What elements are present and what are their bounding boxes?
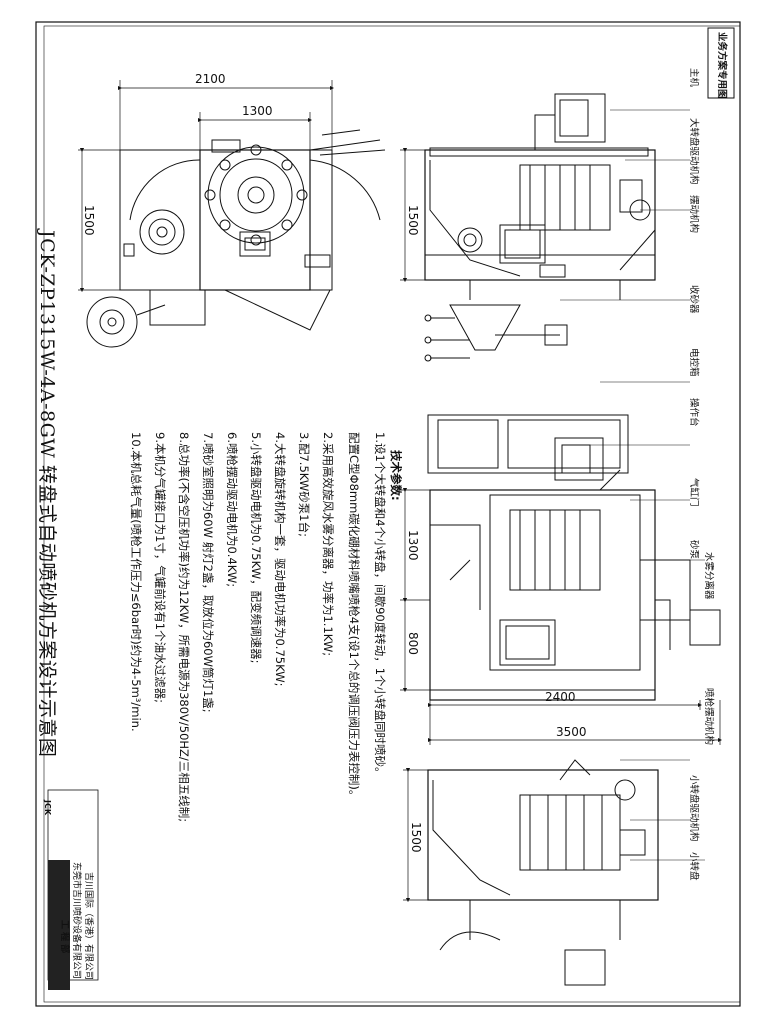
spec-item-10: 10.本机总耗气量(喷枪工作压力≤6bar时)约为4-5m³/min. bbox=[129, 432, 143, 732]
dim-plan-width: 2100 bbox=[195, 72, 226, 86]
callout-leaders bbox=[560, 109, 705, 861]
rear-view bbox=[427, 759, 659, 986]
spec-item-7: 7.喷砂室照明为60W 射灯2盏，取放位为60W筒灯1盏; bbox=[201, 432, 215, 713]
spec-item-1: 1.设1个大转盘和4个小转盘，间歇90度转动，1个小转盘同时喷砂。 bbox=[373, 432, 387, 779]
spec-item-1b: 配置C型Φ8mm碳化硼材料喷嘴喷枪4支(设1个总的调压阀压力表控制)。 bbox=[347, 432, 361, 802]
dim-plan-depth: 1500 bbox=[82, 205, 96, 236]
spec-item-9: 9.本机分气罐接口为1寸，气罐前设有1个油水过滤器; bbox=[153, 432, 167, 703]
plan-dimensions bbox=[78, 80, 335, 293]
callout-cylinder-door: 气缸门 bbox=[688, 478, 699, 507]
callout-sand-pump: 砂泵 bbox=[688, 540, 699, 560]
company-logo: JCK bbox=[41, 800, 60, 815]
side-view bbox=[427, 414, 721, 701]
dim-side-height-a: 1300 bbox=[406, 530, 420, 561]
callout-main-unit: 主机 bbox=[688, 68, 699, 88]
inner-frame bbox=[43, 25, 741, 1003]
logo-text: JCK bbox=[43, 800, 52, 816]
drawing-title: JCK-ZP1315W-4A-8GW 转盘式自动喷砂机方案设计示意图 bbox=[36, 230, 58, 758]
dim-overall-length: 3500 bbox=[556, 725, 587, 739]
callout-sand-collector: 收砂器 bbox=[688, 285, 699, 314]
callout-console: 操作台 bbox=[688, 398, 699, 427]
rear-dimensions bbox=[403, 767, 428, 903]
spec-item-8: 8.总功率(不含空压机功率)约为12KW，所需电源为380V/50HZ/三相五线… bbox=[177, 432, 191, 823]
callout-small-turntable-drive: 小转盘驱动机构 bbox=[688, 775, 699, 842]
sand-collector bbox=[424, 304, 568, 362]
spec-item-5: 5.小转盘驱动电机为0.75KW，配变频调速器; bbox=[249, 432, 263, 664]
scheme-tag-box bbox=[707, 27, 735, 99]
side-dimensions bbox=[400, 487, 723, 745]
spec-item-2: 2.采用高效旋风水雾分离器，功率为1.1KW; bbox=[321, 432, 335, 657]
dim-plan-inner: 1300 bbox=[242, 104, 273, 118]
callout-control-box: 电控箱 bbox=[688, 348, 699, 377]
callout-gun-swing: 喷枪摆动机构 bbox=[703, 688, 714, 746]
spec-heading: 技术参数: bbox=[389, 450, 403, 501]
dim-side-height-b: 800 bbox=[406, 632, 420, 655]
dim-front-height: 1500 bbox=[406, 205, 420, 236]
front-view bbox=[424, 93, 656, 300]
dim-rear-height: 1500 bbox=[409, 822, 423, 853]
callout-big-turntable-drive: 大转盘驱动机构 bbox=[688, 118, 699, 185]
spec-item-4: 4.大转盘旋转机构一套，驱动电机功率为0.75KW; bbox=[273, 432, 287, 687]
plan-view bbox=[86, 129, 386, 348]
callout-mist-separator: 水雾分离器 bbox=[703, 552, 714, 600]
logo-band bbox=[48, 860, 70, 990]
callout-small-turntable: 小转盘 bbox=[688, 852, 699, 881]
spec-item-6: 6.喷枪摆动驱动电机为0.4KW; bbox=[225, 432, 239, 588]
company-factory: 东莞市吉川喷砂设备有限公司 bbox=[71, 862, 81, 980]
front-dimensions bbox=[400, 147, 425, 283]
scheme-tag: 业务方案专用图 bbox=[716, 32, 727, 99]
department: 工 程 部 bbox=[59, 920, 69, 954]
spec-item-3: 3.配7.5KW砂泵1台; bbox=[297, 432, 311, 537]
company-hk: 吉川国际（香港）有限公司 bbox=[83, 872, 93, 981]
dim-side-length: 2400 bbox=[545, 690, 576, 704]
callout-swing-mechanism: 摆动机构 bbox=[688, 195, 699, 234]
